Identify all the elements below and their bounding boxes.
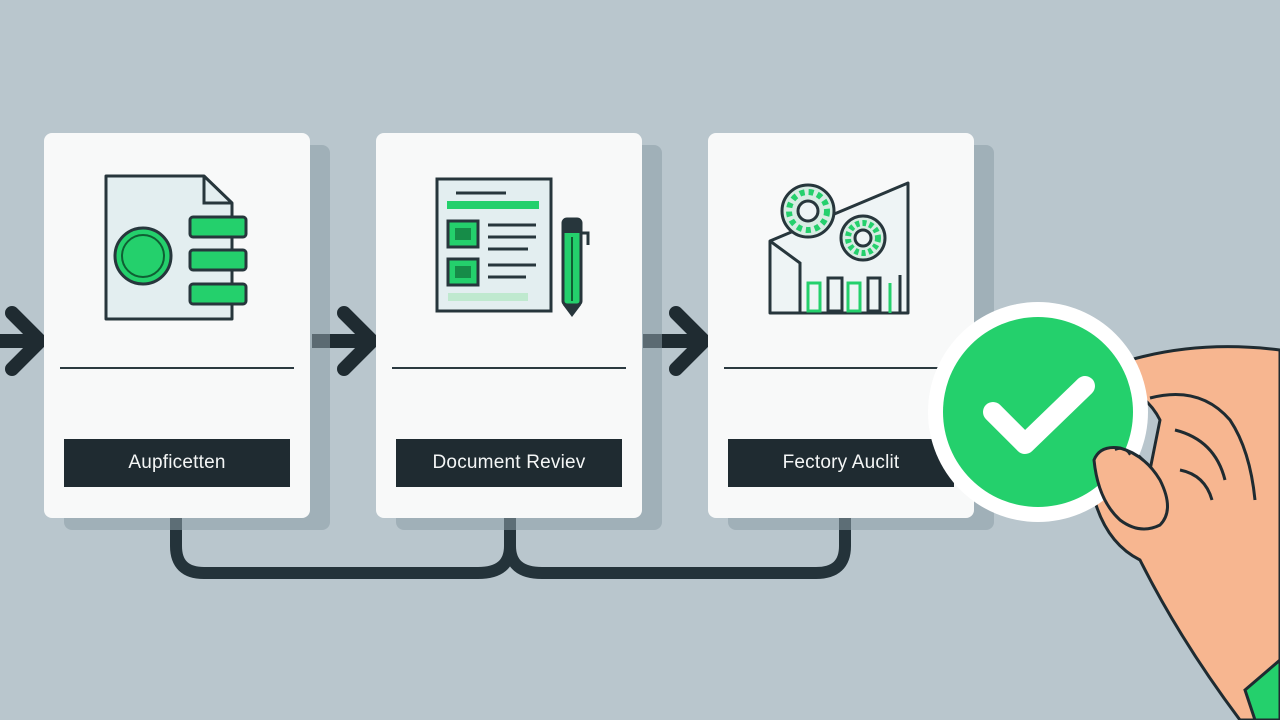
card-divider [392, 367, 626, 369]
factory-gears-icon [768, 181, 910, 315]
document-review-pencil-icon [435, 177, 590, 317]
thumb-icon [1092, 446, 1169, 531]
step-label-application: Aupficetten [64, 439, 290, 487]
step-label-document-review: Document Reviev [396, 439, 622, 487]
step-card-document-review: Document Reviev [376, 133, 642, 518]
pencil-icon [561, 217, 590, 317]
step-label-factory-audit: Fectory Auclit [728, 439, 954, 487]
arrow-step-1-to-2 [312, 306, 379, 376]
gear-icon [780, 183, 836, 239]
arrow-step-2-to-3 [643, 306, 711, 376]
checkmark-badge [928, 302, 1148, 522]
hand-icon [1086, 345, 1280, 720]
card-divider [60, 367, 294, 369]
feedback-loop-connector [170, 512, 851, 579]
card-divider [724, 367, 958, 369]
step-card-factory-audit: Fectory Auclit [708, 133, 974, 518]
arrow-into-step-1 [0, 306, 47, 376]
checkmark-icon [983, 376, 1095, 454]
gear-icon [839, 214, 887, 262]
step-card-application: Aupficetten [44, 133, 310, 518]
application-document-icon [104, 174, 248, 321]
